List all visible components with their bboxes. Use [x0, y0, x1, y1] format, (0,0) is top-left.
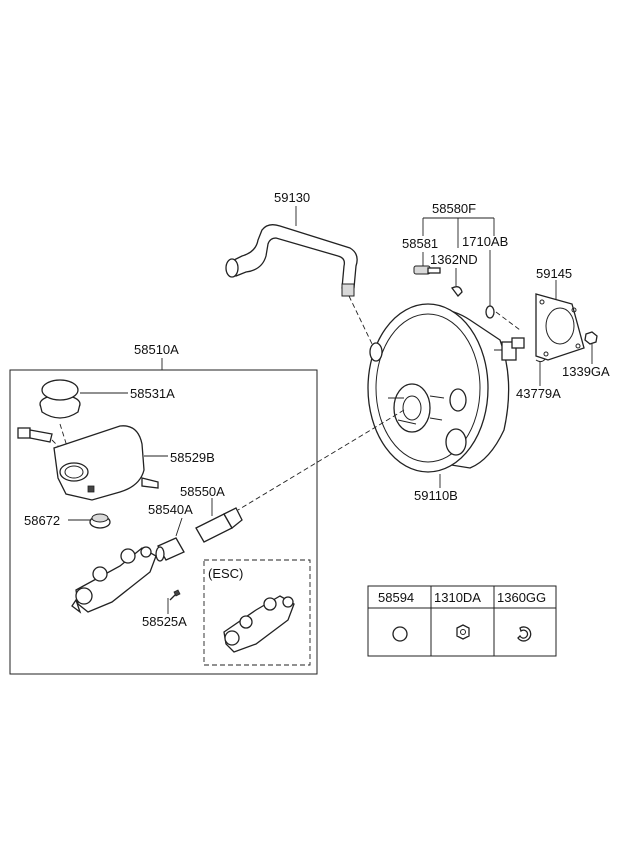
label-58580f: 58580F	[432, 201, 476, 216]
table-header-1360gg: 1360GG	[497, 590, 546, 605]
esc-master-cylinder	[223, 595, 295, 653]
ring-1710ab	[485, 305, 495, 319]
bolt-58525a	[169, 589, 181, 601]
label-59110b: 59110B	[414, 488, 458, 503]
label-58531a: 58531A	[130, 386, 175, 401]
ring-icon	[392, 626, 408, 642]
label-58529b: 58529B	[170, 450, 215, 465]
grommet	[89, 513, 111, 529]
reservoir-cap	[39, 379, 81, 419]
label-1362nd: 1362ND	[430, 252, 478, 267]
nut-icon	[456, 624, 470, 640]
reservoir-tank	[53, 425, 159, 501]
label-58540a: 58540A	[148, 502, 193, 517]
table-header-1310da: 1310DA	[434, 590, 481, 605]
label-58672: 58672	[24, 513, 60, 528]
label-59145: 59145	[536, 266, 572, 281]
clip-1362nd	[451, 286, 463, 297]
master-cylinder	[71, 546, 157, 614]
seal-58550a	[195, 507, 243, 543]
label-59130: 59130	[274, 190, 310, 205]
brake-booster	[367, 303, 510, 473]
nut-1339ga	[584, 331, 598, 345]
clevis-pin-58581	[413, 265, 441, 275]
yoke	[494, 337, 525, 361]
level-sensor	[17, 427, 53, 443]
parts-table	[367, 585, 557, 657]
label-1339ga: 1339GA	[562, 364, 610, 379]
lock-washer-icon	[517, 626, 532, 642]
label-58510a: 58510A	[134, 342, 179, 357]
label-43779a: 43779A	[516, 386, 561, 401]
master-cylinder-box	[9, 369, 318, 675]
label-esc: (ESC)	[208, 566, 243, 581]
label-1710ab: 1710AB	[462, 234, 508, 249]
table-header-58594: 58594	[378, 590, 414, 605]
vacuum-hose	[225, 224, 375, 349]
seal-58540a	[155, 537, 185, 562]
esc-box	[203, 559, 311, 666]
label-58525a: 58525A	[142, 614, 187, 629]
label-58581: 58581	[402, 236, 438, 251]
label-58550a: 58550A	[180, 484, 225, 499]
gasket	[535, 293, 585, 361]
